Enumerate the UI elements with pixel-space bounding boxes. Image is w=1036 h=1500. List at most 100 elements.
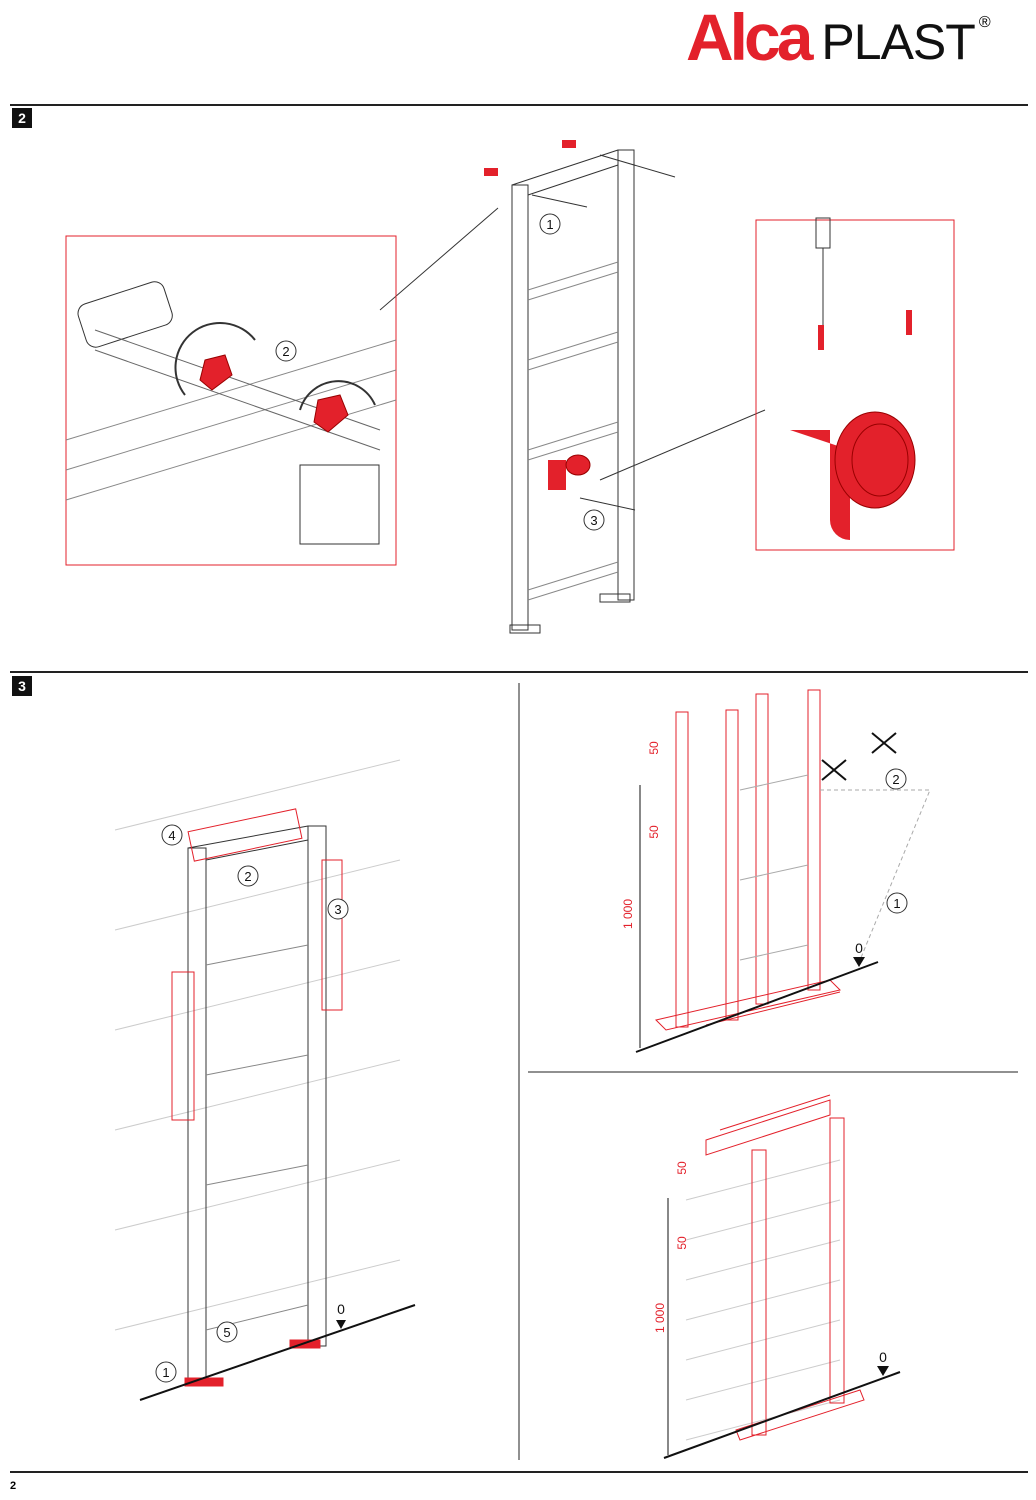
level-zero: 0	[855, 940, 863, 956]
illustration-shape	[527, 271, 619, 301]
illustration-shape	[829, 1117, 845, 1404]
illustration-shape	[655, 979, 841, 1031]
dim-50-lower: 50	[647, 825, 661, 839]
illustration-shape	[336, 1320, 346, 1329]
illustration-shape	[635, 961, 879, 1053]
illustration-shape	[299, 464, 380, 545]
illustration-shape	[187, 808, 303, 862]
illustration-shape	[755, 219, 955, 551]
illustration-shape	[527, 561, 619, 591]
section2-callouts	[275, 213, 605, 531]
illustration-shape	[65, 339, 397, 501]
section-2-rule	[10, 104, 1028, 106]
callout-2: 2	[244, 869, 251, 884]
detail-nut-adjust	[65, 235, 397, 566]
callout-3: 3	[334, 902, 341, 917]
page-number: 2	[10, 1480, 17, 1492]
section2-frame	[379, 140, 766, 634]
illustration-shape: 1 2 3 4 5 0	[162, 828, 345, 1380]
illustration-shape	[527, 341, 619, 371]
illustration-shape	[65, 235, 397, 566]
illustration-shape	[599, 409, 766, 481]
illustration-shape: 0	[879, 1349, 887, 1365]
illustration-shape	[725, 709, 739, 1021]
illustration-shape	[174, 322, 256, 396]
dim-height: 1 000	[653, 1303, 667, 1333]
illustration-shape	[818, 325, 824, 350]
illustration-shape	[885, 768, 908, 914]
illustration-shape	[114, 759, 401, 1331]
callout-5: 5	[223, 1325, 230, 1340]
illustration-shape	[187, 825, 309, 861]
illustration-shape	[663, 1371, 901, 1459]
brick-wall	[685, 1159, 841, 1441]
illustration-shape	[877, 1366, 889, 1376]
illustration-shape	[379, 207, 499, 311]
illustration-shape	[755, 693, 769, 1005]
illustration-shape	[527, 421, 619, 451]
illustration-shape	[807, 689, 821, 991]
dim-50-upper: 50	[647, 741, 661, 755]
illustration-shape	[527, 331, 619, 361]
illustration-shape	[205, 944, 309, 1331]
callout-2: 2	[892, 772, 899, 787]
illustration-shape	[313, 394, 349, 433]
illustration-shape	[77, 281, 173, 348]
callout-1: 1	[893, 896, 900, 911]
illustration-shape	[199, 354, 233, 391]
illustration-shape	[161, 824, 183, 846]
illustration-shape	[511, 149, 619, 186]
illustration-shape	[205, 944, 309, 1331]
illustration-shape	[216, 1321, 238, 1343]
illustration-shape	[548, 460, 566, 490]
illustration-shape	[237, 865, 259, 887]
illustration-shape	[527, 571, 619, 601]
level-zero: 0	[337, 1301, 345, 1317]
illustration-shape	[705, 1094, 831, 1156]
illustration-shape	[307, 825, 327, 1347]
illustration-shape	[675, 711, 689, 1028]
illustration-shape	[275, 340, 297, 362]
illustration-shape	[751, 1149, 767, 1436]
illustration-shape	[321, 859, 343, 1011]
illustration-shape: 50 50 1 000	[621, 741, 661, 929]
illustration-shape	[851, 423, 909, 497]
level-zero: 0	[879, 1349, 887, 1365]
dim-50-upper: 50	[675, 1161, 689, 1175]
illustration-shape	[821, 732, 897, 781]
section3-right-bottom-frame	[705, 1094, 865, 1441]
section3-right-top-frame	[655, 689, 931, 1031]
illustration-shape	[155, 824, 349, 1383]
callout-2: 2	[282, 344, 289, 359]
illustration-shape	[906, 310, 912, 335]
illustration-shape	[187, 847, 207, 1379]
illustration-shape	[739, 774, 931, 961]
illustration-shape	[617, 149, 635, 601]
callout-1: 1	[162, 1365, 169, 1380]
illustration-shape	[139, 1304, 416, 1401]
logo-alca: Alca	[686, 0, 813, 74]
section3-left-frame	[114, 759, 416, 1401]
dim-height: 1 000	[621, 899, 635, 929]
illustration-shape	[820, 789, 931, 961]
illustration-shape	[886, 892, 908, 914]
illustration-shape	[815, 217, 831, 249]
illustration-shape	[527, 261, 619, 601]
illustration-shape	[583, 509, 605, 531]
illustration-shape	[509, 624, 541, 634]
illustration-shape	[484, 168, 498, 176]
illustration-shape	[527, 261, 619, 291]
illustration-shape	[327, 898, 349, 920]
callout-3: 3	[590, 513, 597, 528]
illustration-shape	[599, 593, 631, 603]
illustration-shape	[565, 454, 591, 476]
footer-rule	[10, 1471, 1028, 1473]
illustration-shape	[94, 329, 381, 451]
illustration-shape: 1 2 0	[855, 772, 901, 956]
illustration-shape	[527, 431, 619, 461]
registered-mark: ®	[978, 14, 991, 31]
illustration-shape	[685, 1159, 841, 1441]
illustration-shape	[511, 184, 529, 631]
section-2-badge: 2	[12, 108, 32, 128]
